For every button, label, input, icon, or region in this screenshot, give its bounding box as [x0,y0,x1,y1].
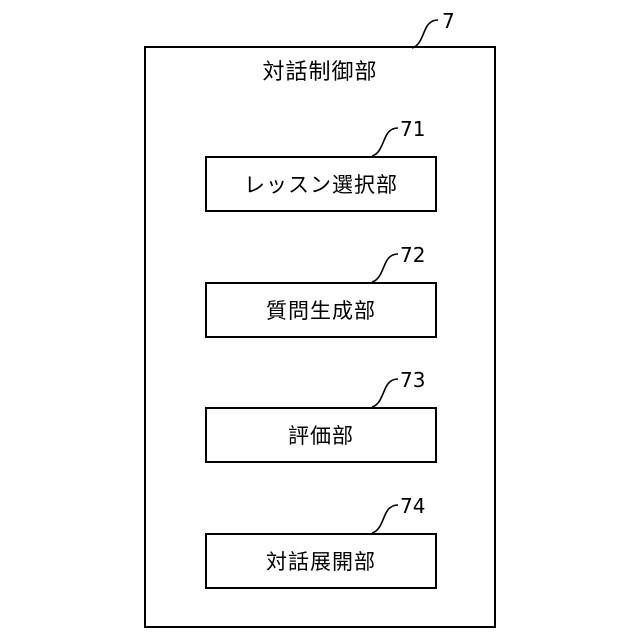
leader-line-7 [412,20,438,48]
dialog-development-unit-label: 対話展開部 [266,546,376,576]
lesson-selection-unit-label: レッスン選択部 [244,169,398,199]
dialog-development-unit-box: 対話展開部 [205,533,437,589]
question-generation-unit-box: 質問生成部 [205,282,437,338]
lesson-selection-unit-box: レッスン選択部 [205,156,437,212]
unit-ref-label-73: 73 [400,368,425,392]
question-generation-unit-label: 質問生成部 [266,295,376,325]
dialog-control-unit-title: 対話制御部 [144,58,496,88]
outer-ref-label: 7 [442,9,455,33]
evaluation-unit-box: 評価部 [205,407,437,463]
unit-ref-label-71: 71 [400,117,425,141]
unit-ref-label-74: 74 [400,494,425,518]
evaluation-unit-label: 評価部 [288,420,354,450]
unit-ref-label-72: 72 [400,243,425,267]
